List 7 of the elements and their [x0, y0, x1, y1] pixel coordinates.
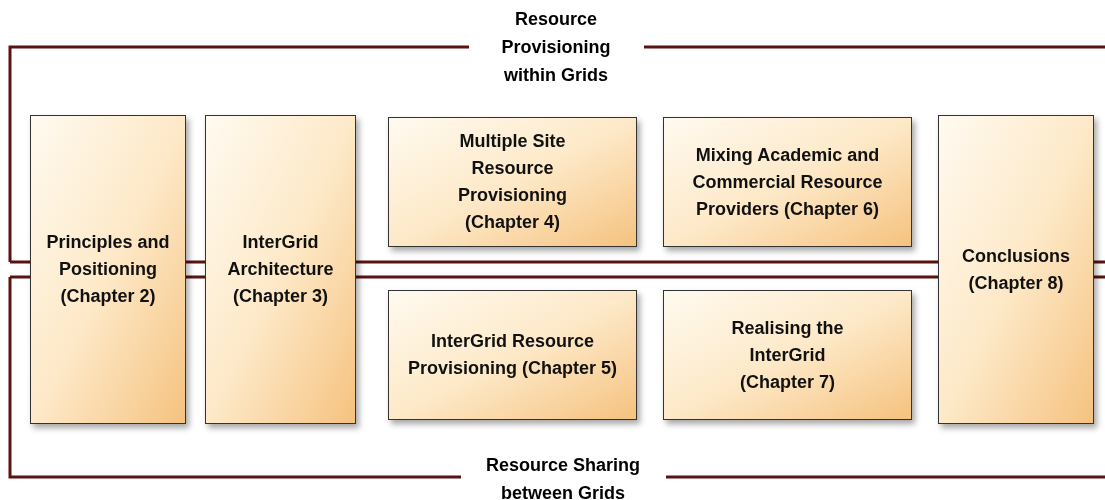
chapter-box: Principles and Positioning (Chapter 2) — [30, 115, 186, 424]
chapter-box: Multiple Site Resource Provisioning (Chapter 4) — [388, 117, 637, 247]
chapter-box: InterGrid Architecture (Chapter 3) — [205, 115, 356, 424]
chapter-box: Mixing Academic and Commercial Resource Providers (Chapter 6) — [663, 117, 912, 247]
chapter-box: Realising the InterGrid (Chapter 7) — [663, 290, 912, 420]
chapter-box: Conclusions (Chapter 8) — [938, 115, 1094, 424]
chapter-box: InterGrid Resource Provisioning (Chapter 5) — [388, 290, 637, 420]
